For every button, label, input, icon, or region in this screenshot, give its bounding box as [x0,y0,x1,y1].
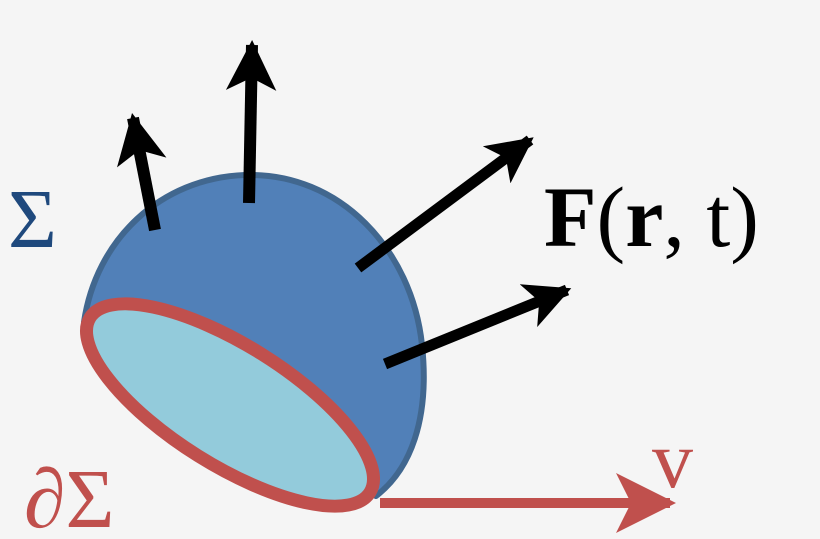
field-arrow-2 [225,39,277,204]
field-arrow-3 [354,135,534,273]
surface-label: Σ [8,173,57,266]
field-label-paren: ( [597,169,626,265]
boundary-label: ∂Σ [24,453,114,539]
field-label-r: r [625,169,663,265]
field-arrow-4 [382,284,572,370]
field-arrow-1 [117,113,167,232]
boundary-cap [80,297,380,513]
field-label-F: F [544,169,597,265]
field-label: F(r, t) [544,169,759,265]
field-label-rest: , t) [663,169,759,265]
velocity-label: v [652,414,693,505]
